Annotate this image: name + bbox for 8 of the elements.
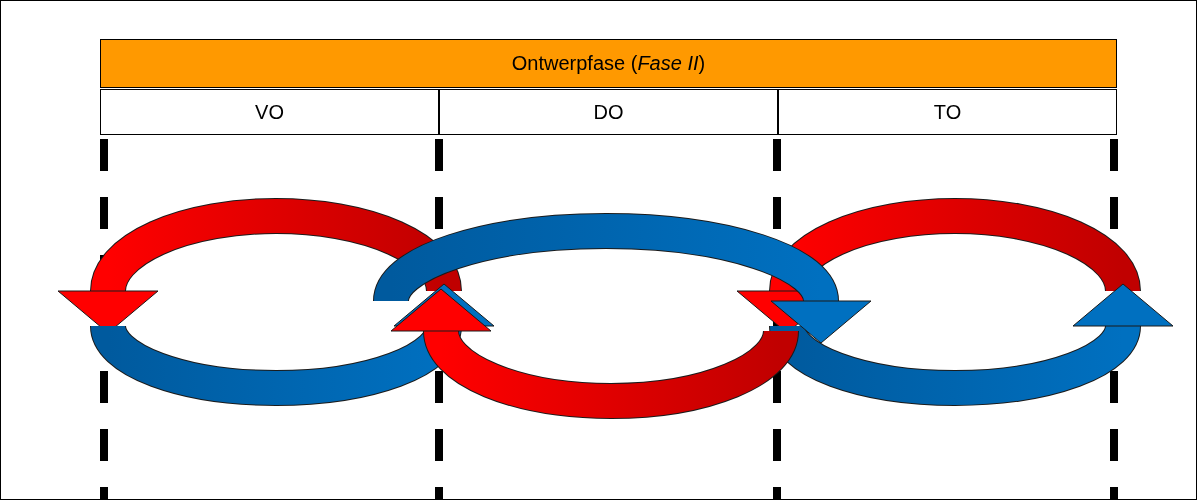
stage-box	[439, 89, 778, 135]
stage-label: DO	[593, 100, 624, 124]
stage-box	[100, 89, 439, 135]
stage-label: TO	[933, 100, 962, 124]
stage-label: VO	[255, 100, 284, 124]
stage-box	[778, 89, 1117, 135]
phase-band	[100, 39, 1117, 88]
phase-title: Ontwerpfase (Fase II)	[511, 52, 706, 75]
